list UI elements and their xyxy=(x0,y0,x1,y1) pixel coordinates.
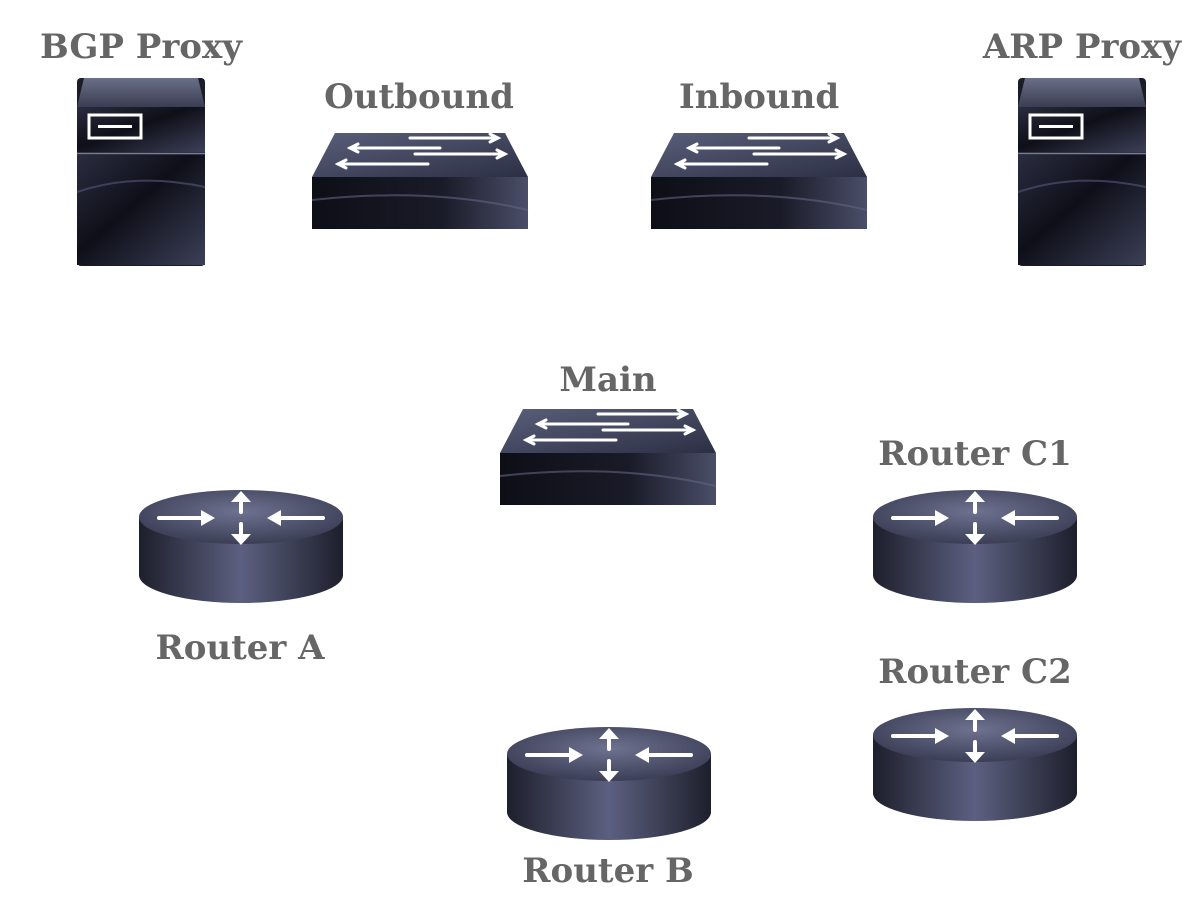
outbound-switch-icon[interactable] xyxy=(310,132,530,231)
bgp-proxy-server-icon[interactable] xyxy=(76,77,207,268)
main-switch-icon[interactable] xyxy=(498,408,718,507)
arp-proxy-server-icon[interactable] xyxy=(1017,77,1148,268)
bgp-proxy-label: BGP Proxy xyxy=(40,27,242,67)
outbound-label: Outbound xyxy=(324,77,514,117)
router-c2-label: Router C2 xyxy=(878,652,1072,692)
router-a-icon[interactable] xyxy=(137,490,345,605)
router-c2-icon[interactable] xyxy=(871,708,1079,823)
router-c1-icon[interactable] xyxy=(871,490,1079,605)
router-a-label: Router A xyxy=(155,628,325,668)
main-label: Main xyxy=(559,360,657,400)
router-b-icon[interactable] xyxy=(505,727,713,842)
inbound-label: Inbound xyxy=(678,77,840,117)
inbound-switch-icon[interactable] xyxy=(649,132,869,231)
arp-proxy-label: ARP Proxy xyxy=(982,27,1182,67)
router-c1-label: Router C1 xyxy=(878,434,1072,474)
router-b-label: Router B xyxy=(522,851,694,891)
